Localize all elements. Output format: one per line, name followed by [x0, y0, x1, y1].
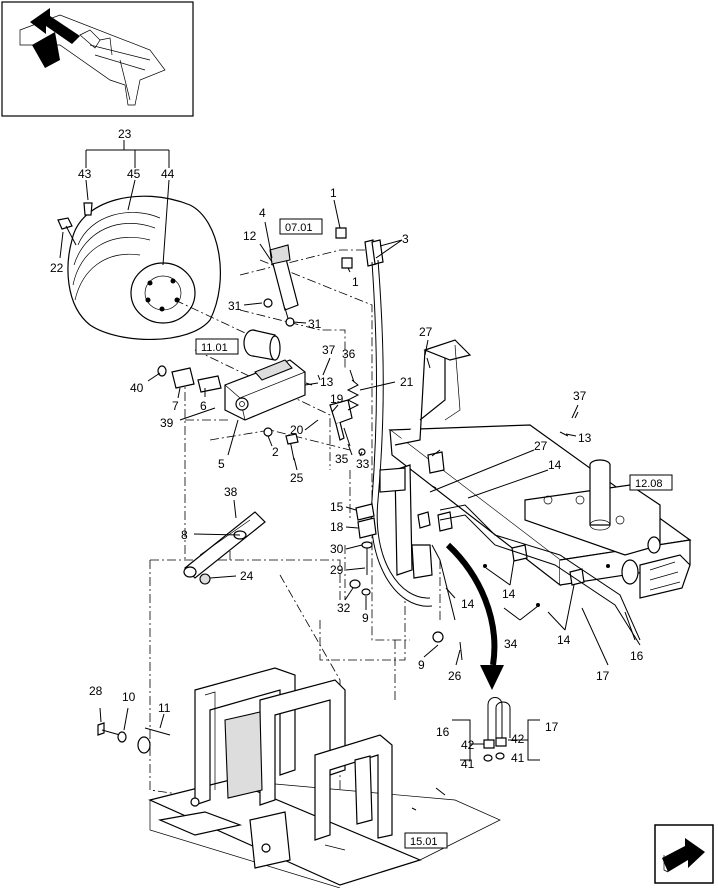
- callout-27-top: 27: [419, 325, 433, 339]
- callout-40: 40: [130, 381, 144, 395]
- callout-4: 4: [259, 206, 266, 220]
- callout-9-upper: 9: [362, 611, 369, 625]
- leader-lines: [99, 199, 636, 731]
- callout-19: 19: [330, 392, 344, 406]
- svg-text:12.08: 12.08: [635, 478, 663, 490]
- callout-labels: 23 43 45 44 22 4 12 1 1 3 31 31 27 37 36…: [50, 127, 644, 771]
- callout-2: 2: [272, 445, 279, 459]
- callout-17-right: 17: [596, 669, 610, 683]
- arm-19-20: [329, 399, 353, 441]
- callout-6: 6: [200, 399, 207, 413]
- callout-8: 8: [181, 528, 188, 542]
- callout-32: 32: [337, 601, 351, 615]
- callout-1-lower: 1: [352, 275, 359, 289]
- next-page-arrow-icon[interactable]: [654, 824, 714, 884]
- callout-42-right: 42: [511, 732, 525, 746]
- callout-10: 10: [122, 690, 136, 704]
- ref-box-12-08[interactable]: 12.08: [629, 474, 673, 491]
- callout-36: 36: [342, 347, 356, 361]
- link-arm: [183, 511, 266, 585]
- valve-43: [83, 202, 93, 216]
- callout-1-top: 1: [330, 186, 337, 200]
- tube-end: [639, 554, 691, 599]
- hydraulic-cylinder: [263, 244, 299, 327]
- callout-13-right: 13: [578, 431, 592, 445]
- axle-bracket: [224, 359, 306, 421]
- ref-box-11-01[interactable]: 11.01: [195, 338, 239, 355]
- svg-text:07.01: 07.01: [285, 222, 313, 234]
- small-hardware: [305, 357, 579, 811]
- callout-26: 26: [448, 669, 462, 683]
- callout-9-lower: 9: [418, 658, 425, 672]
- callout-42-left: 42: [461, 738, 475, 752]
- callout-11: 11: [158, 701, 171, 715]
- pins-7-6: [157, 365, 222, 393]
- callout-31-right: 31: [308, 317, 322, 331]
- ref-box-15-01[interactable]: 15.01: [404, 832, 448, 849]
- callout-43: 43: [78, 167, 92, 181]
- callout-14-mid: 14: [461, 597, 475, 611]
- bracket-stack: [349, 503, 377, 596]
- overview-thumbnail: [1, 1, 194, 117]
- spring-21: [346, 379, 360, 411]
- fitting-1-lower: [341, 257, 353, 269]
- callout-3: 3: [402, 232, 409, 246]
- clips-14: [417, 451, 610, 607]
- callout-18: 18: [330, 520, 344, 534]
- callout-45: 45: [127, 167, 141, 181]
- callout-44: 44: [161, 167, 175, 181]
- callout-20: 20: [290, 423, 304, 437]
- hose-end-detail: [483, 697, 511, 762]
- callout-25: 25: [290, 471, 304, 485]
- callout-30: 30: [330, 542, 344, 556]
- pivot-hub: [243, 329, 281, 361]
- callout-15: 15: [330, 500, 344, 514]
- wheel-bolt-22: [57, 217, 77, 246]
- fitting-1-top: [335, 227, 347, 239]
- highlight-arrow-icon: [30, 8, 80, 68]
- callout-35: 35: [335, 452, 349, 466]
- callout-16-right: 16: [630, 649, 644, 663]
- svg-text:15.01: 15.01: [410, 836, 438, 848]
- callout-27-right: 27: [534, 439, 548, 453]
- callout-33: 33: [356, 457, 370, 471]
- ref-box-07-01[interactable]: 07.01: [279, 218, 323, 235]
- parts-28-10-11: [97, 722, 171, 754]
- callout-23: 23: [118, 127, 132, 141]
- callout-31-left: 31: [228, 299, 242, 313]
- callout-21: 21: [400, 375, 414, 389]
- callout-24: 24: [240, 569, 254, 583]
- callout-14-top: 14: [548, 458, 562, 472]
- callout-34: 34: [504, 637, 518, 651]
- callout-37-right: 37: [573, 389, 587, 403]
- callout-37-left: 37: [322, 343, 336, 357]
- fitting-3: [364, 239, 384, 267]
- callout-13-left: 13: [320, 375, 334, 389]
- svg-text:11.01: 11.01: [201, 342, 228, 354]
- callout-29: 29: [330, 563, 344, 577]
- callout-7: 7: [172, 399, 179, 413]
- callout-22: 22: [50, 261, 64, 275]
- callout-5: 5: [218, 457, 225, 471]
- callout-14-mid2: 14: [502, 587, 516, 601]
- chassis: [148, 667, 501, 888]
- callout-28: 28: [89, 684, 103, 698]
- callout-38: 38: [224, 485, 238, 499]
- callout-41-right: 41: [511, 751, 525, 765]
- callout-14-right: 14: [557, 633, 571, 647]
- callout-12: 12: [243, 229, 257, 243]
- bolt-35-33: [343, 427, 366, 456]
- callout-16-detail: 16: [436, 725, 450, 739]
- callout-39: 39: [160, 416, 174, 430]
- callout-41-left: 41: [461, 757, 475, 771]
- callout-17-detail: 17: [545, 720, 559, 734]
- wheel-tire: [67, 195, 221, 340]
- hitch-arm-lower: [379, 464, 433, 579]
- detail-pointer-arrow: [445, 542, 504, 690]
